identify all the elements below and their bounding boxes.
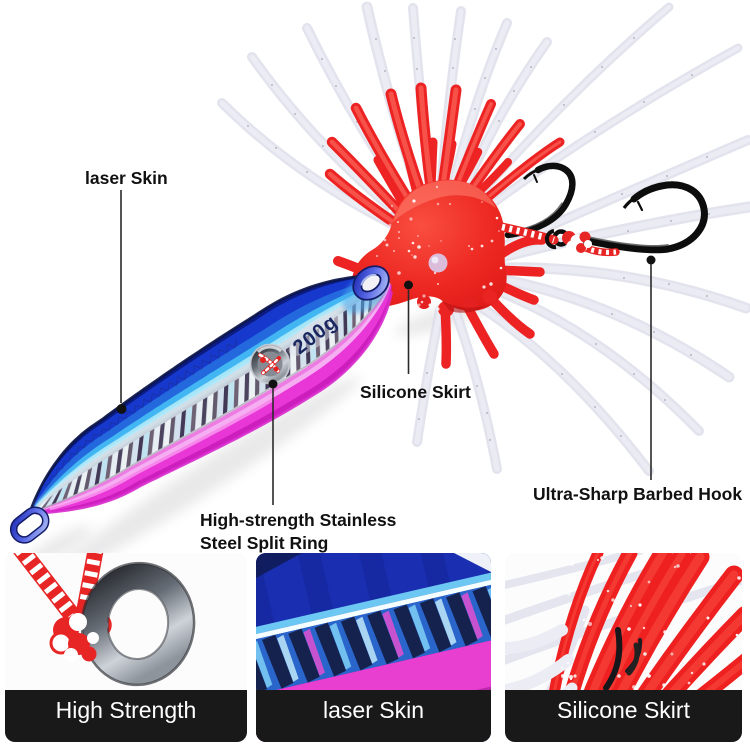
- svg-text:laser Skin: laser Skin: [323, 697, 424, 723]
- svg-text:Steel Split Ring: Steel Split Ring: [200, 533, 328, 553]
- svg-text:Ultra-Sharp Barbed Hook: Ultra-Sharp Barbed Hook: [533, 484, 742, 504]
- svg-text:Silicone Skirt: Silicone Skirt: [360, 382, 471, 402]
- svg-text:High-strength Stainless: High-strength Stainless: [200, 510, 397, 530]
- svg-text:laser Skin: laser Skin: [85, 168, 168, 188]
- svg-text:High Strength: High Strength: [56, 697, 197, 723]
- svg-text:Silicone Skirt: Silicone Skirt: [557, 697, 691, 723]
